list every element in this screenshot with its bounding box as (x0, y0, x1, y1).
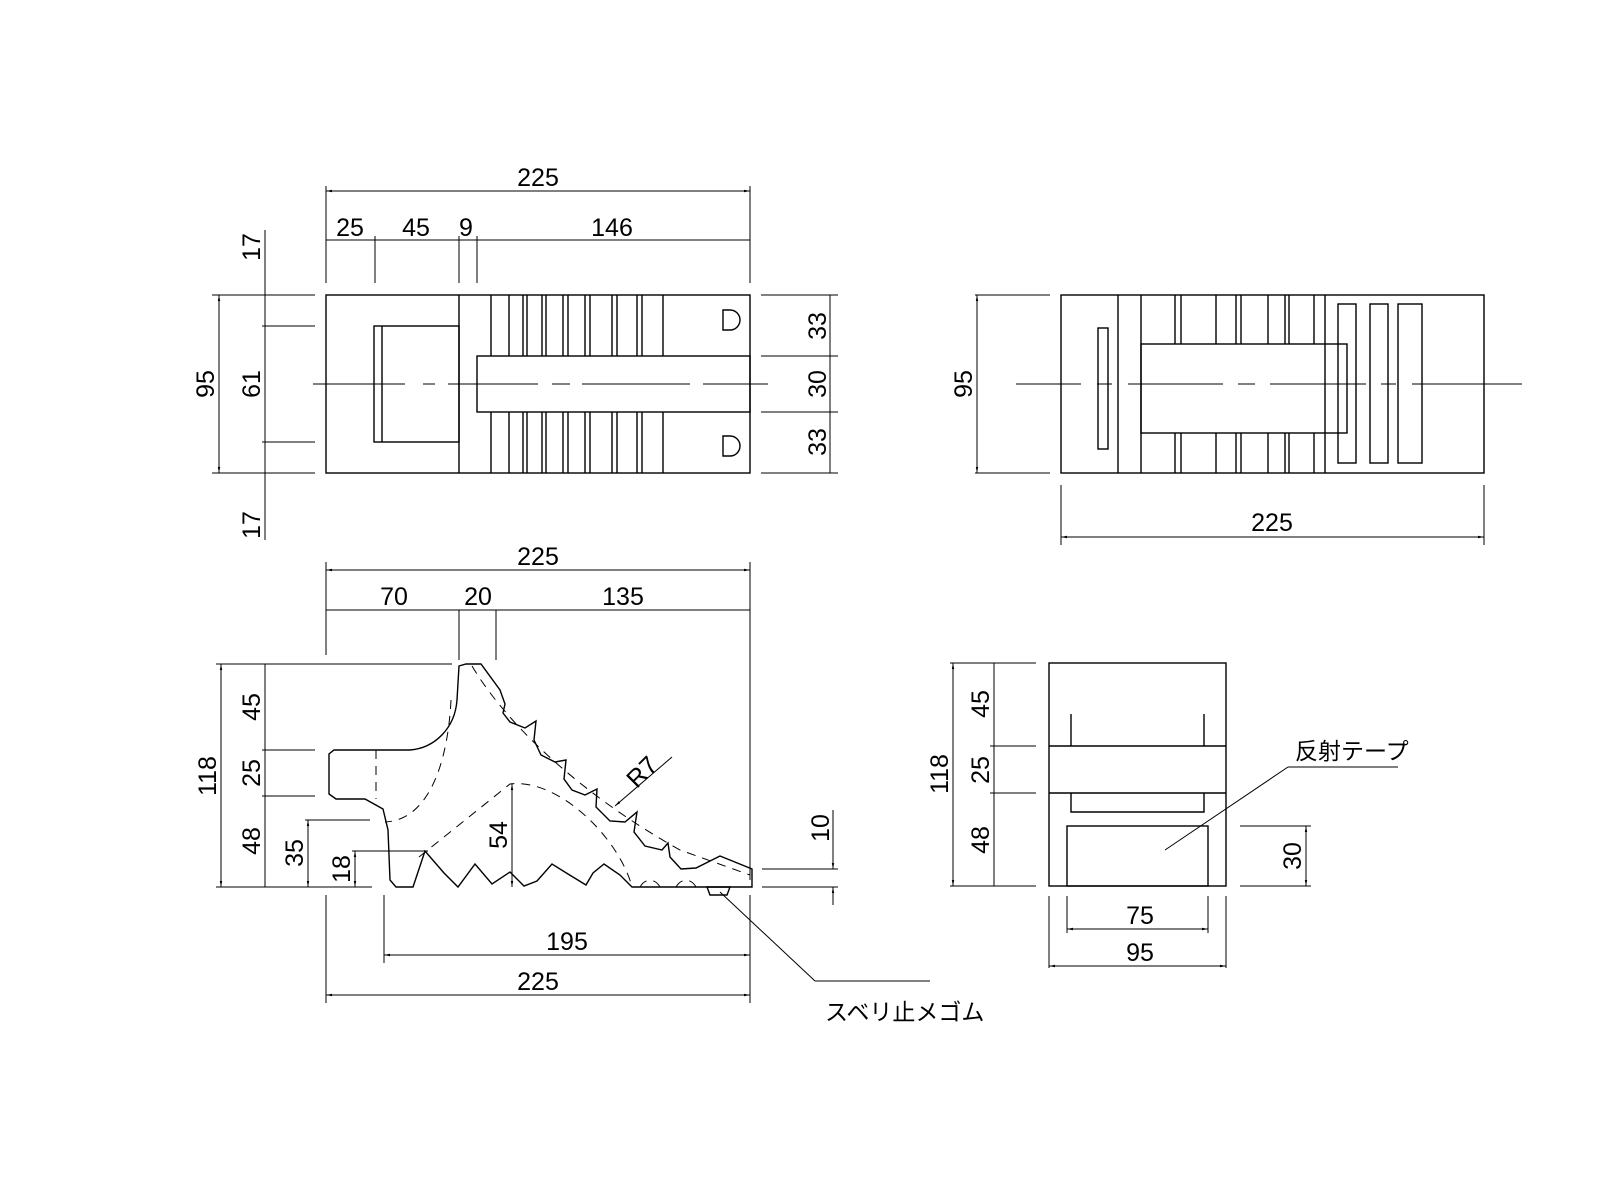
side-view-hidden-teeth (639, 879, 697, 888)
top-dim-seg-a: 25 (336, 214, 364, 242)
top-dim-overall-length: 225 (517, 164, 559, 192)
side-dim-h18: 18 (328, 855, 356, 883)
side-dim-h-bottom: 48 (238, 827, 266, 855)
front-view: 118 45 25 48 30 75 95 反射テープ (926, 662, 1409, 968)
side-view-profile (328, 663, 753, 889)
d-mark-upper (722, 309, 741, 331)
callout-anti-slip-rubber: スベリ止メゴム (825, 1000, 984, 1026)
side-dim-overall-length-bottom: 225 (517, 968, 559, 996)
top-dim-overall-width: 95 (192, 370, 220, 398)
front-dim-tape-height: 30 (1279, 842, 1307, 870)
top-view-ridges (490, 295, 664, 473)
front-view-recess (1070, 793, 1205, 813)
side-view-hidden-2 (384, 699, 452, 823)
bottom-view-left-slot (1097, 327, 1109, 450)
side-dim-h54: 54 (485, 821, 513, 849)
top-dim-right-bottom: 33 (804, 428, 832, 456)
top-dim-seg-d: 146 (591, 214, 633, 242)
top-dim-inner-width: 61 (238, 370, 266, 398)
callout-reflective-tape: 反射テープ (1295, 739, 1409, 765)
side-dim-seg-c: 135 (602, 583, 644, 611)
front-dim-overall-width: 95 (1126, 939, 1154, 967)
front-dim-tape-width: 75 (1126, 902, 1154, 930)
side-dim-radius: R7 (621, 751, 663, 793)
bottom-view: 95 225 (950, 294, 1522, 545)
reflective-tape (1066, 825, 1209, 887)
top-dim-edge-bottom: 17 (238, 511, 266, 539)
top-view: 225 25 45 9 146 95 61 17 17 33 30 33 (192, 164, 838, 540)
bottom-dim-length: 225 (1251, 509, 1293, 537)
anti-slip-rubber (705, 886, 732, 896)
side-view-hidden-1 (471, 665, 751, 876)
top-dim-edge-top: 17 (238, 233, 266, 261)
reflective-tape-leader (1164, 766, 1289, 851)
side-dim-h35: 35 (281, 839, 309, 867)
front-dim-h-top: 45 (967, 690, 995, 718)
top-dim-right-mid: 30 (804, 370, 832, 398)
rubber-leader (719, 891, 816, 982)
front-dim-h-bottom: 48 (967, 826, 995, 854)
side-dim-seg-a: 70 (380, 583, 408, 611)
front-dim-h-mid: 25 (967, 756, 995, 784)
r7-leader (614, 756, 673, 807)
d-mark-lower (722, 435, 741, 457)
top-dim-seg-c: 9 (459, 214, 473, 242)
side-view-hidden-4 (418, 783, 633, 888)
bottom-view-center-panel (1140, 343, 1348, 434)
side-dim-h-mid: 25 (238, 759, 266, 787)
side-dim-overall-height: 118 (194, 756, 222, 796)
side-dim-seg-b: 20 (464, 583, 492, 611)
top-dim-right-top: 33 (804, 312, 832, 340)
bottom-dim-width: 95 (950, 370, 978, 398)
side-dim-h-top: 45 (238, 693, 266, 721)
side-view: 54 R7 225 70 20 135 118 45 25 48 35 18 (194, 543, 984, 1026)
side-dim-overall-length-top: 225 (517, 543, 559, 571)
front-view-outline (1048, 662, 1227, 887)
side-dim-base-length: 195 (546, 928, 588, 956)
front-dim-overall-height: 118 (926, 754, 954, 794)
top-dim-seg-b: 45 (402, 214, 430, 242)
side-dim-tip-height: 10 (807, 814, 835, 842)
